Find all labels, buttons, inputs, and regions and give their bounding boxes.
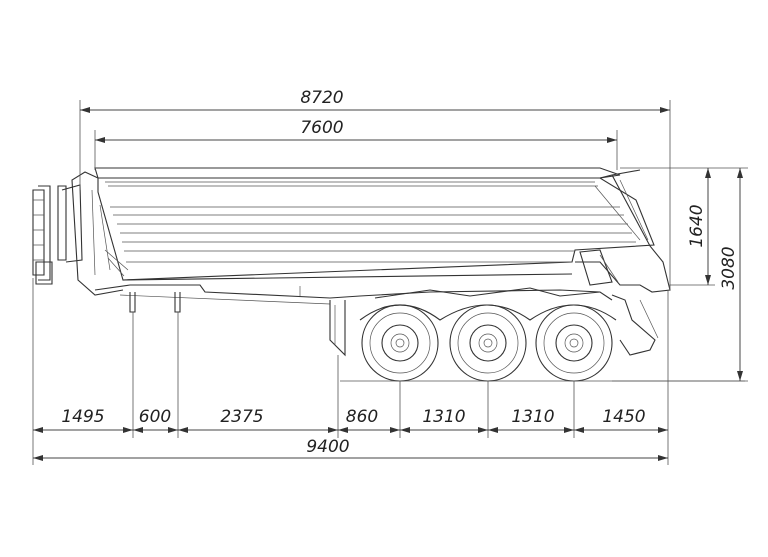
- dim-overall-body-length: 8720: [300, 88, 343, 108]
- dim-body-length: 7600: [300, 118, 343, 138]
- dim-total-length: 9400: [306, 437, 349, 457]
- dim-segment-5: 1310: [422, 407, 465, 427]
- chassis-frame: [94, 284, 659, 357]
- front-ladder: [32, 184, 83, 285]
- dim-segment-6: 1310: [511, 407, 554, 427]
- dim-segment-7: 1450: [602, 407, 645, 427]
- dim-segment-1: 1495: [61, 407, 104, 427]
- dim-segment-2: 600: [139, 407, 171, 427]
- dim-body-height: 1640: [687, 204, 707, 247]
- dim-segment-4: 860: [346, 407, 378, 427]
- dimension-lines: [33, 107, 743, 461]
- dim-total-height: 3080: [719, 246, 739, 289]
- wheel-3: [535, 304, 613, 382]
- tipper-body: [71, 167, 671, 296]
- wheel-1: [361, 304, 439, 382]
- wheel-fender: [359, 304, 617, 321]
- dim-segment-3: 2375: [220, 407, 263, 427]
- extension-lines: [32, 100, 748, 465]
- wheel-2: [449, 304, 527, 382]
